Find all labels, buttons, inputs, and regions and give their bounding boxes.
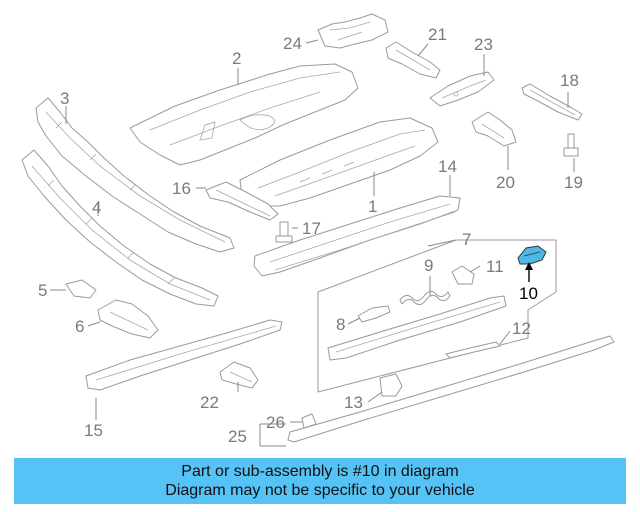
part-1-floor-pan	[239, 117, 439, 207]
part-23-reinforcement	[429, 71, 495, 107]
callout-21: 21	[428, 25, 447, 44]
callout-16: 16	[172, 179, 191, 198]
part-25-sill	[287, 335, 615, 443]
callout-4: 4	[92, 198, 101, 217]
callout-26: 26	[266, 413, 285, 432]
parts-diagram: 1 2 3 4 5 6 7 8 9 10 11 12 13 14 15 16 1…	[21, 13, 615, 447]
callout-8: 8	[336, 315, 345, 334]
callout-1: 1	[368, 197, 377, 216]
part-8-bracket	[357, 305, 391, 323]
callout-19: 19	[564, 173, 583, 192]
part-10-bracket	[517, 245, 547, 265]
leader-lines	[50, 39, 575, 447]
callout-9: 9	[424, 256, 433, 275]
callout-11: 11	[486, 257, 504, 276]
part-19-bolt	[563, 133, 579, 157]
part-26-clip	[301, 413, 317, 429]
part-5-bracket	[65, 279, 97, 299]
callout-2: 2	[232, 49, 241, 68]
callout-5: 5	[38, 281, 47, 300]
part-6-bracket	[97, 299, 159, 339]
part-12-strip	[445, 341, 501, 359]
callout-20: 20	[496, 173, 515, 192]
callout-13: 13	[344, 393, 363, 412]
part-3-rail	[35, 97, 235, 253]
callout-18: 18	[560, 71, 579, 90]
callout-12: 12	[512, 319, 531, 338]
callout-7: 7	[462, 230, 471, 249]
part-22-bracket	[219, 361, 259, 389]
callout-24: 24	[283, 34, 302, 53]
part-21-bracket	[385, 41, 441, 79]
part-4-rail	[21, 149, 219, 307]
callout-10: 10	[519, 284, 538, 303]
part-24-bracket	[317, 13, 389, 49]
callout-23: 23	[474, 35, 493, 54]
part-18-bracket	[521, 83, 583, 121]
part-15-sill	[85, 319, 283, 391]
part-11-bracket	[451, 265, 475, 285]
part-13-bracket	[379, 373, 403, 397]
callout-15: 15	[84, 421, 103, 440]
callout-6: 6	[75, 317, 84, 336]
part-9-reinforcement	[399, 290, 451, 306]
banner-line-1: Part or sub-assembly is #10 in diagram	[181, 463, 459, 480]
callout-14: 14	[438, 157, 457, 176]
part-7-sill	[327, 295, 507, 361]
banner-line-2: Diagram may not be specific to your vehi…	[165, 482, 475, 499]
info-banner: Part or sub-assembly is #10 in diagram D…	[14, 458, 626, 504]
part-17-bolt	[275, 221, 293, 243]
part-7-group-box	[317, 239, 557, 393]
part-2-floor-pan	[129, 63, 359, 166]
callout-22: 22	[200, 393, 219, 412]
callout-25: 25	[228, 427, 247, 446]
callout-17: 17	[302, 219, 321, 238]
part-20-bracket	[471, 111, 517, 147]
part-14-crossmember	[253, 195, 461, 277]
callout-3: 3	[60, 89, 69, 108]
part-16-bracket	[205, 181, 279, 221]
